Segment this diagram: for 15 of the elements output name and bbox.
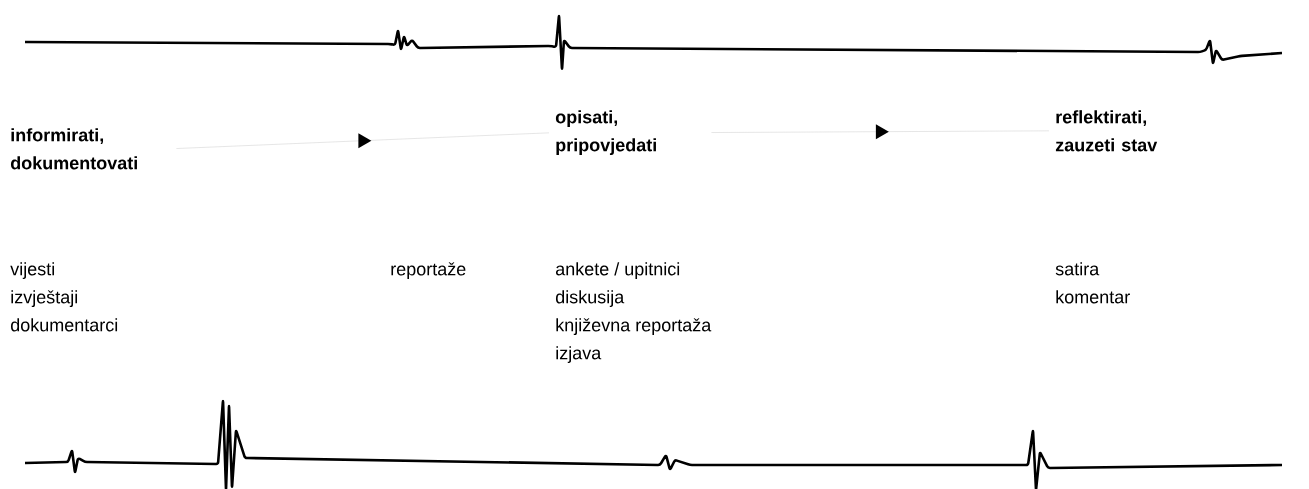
list-item: izjava	[556, 346, 602, 363]
list-item: reportaže	[391, 262, 466, 279]
heading: reflektirati, zauzeti stav	[1055, 110, 1158, 152]
list-item: komentar	[1056, 290, 1130, 304]
list-item: ankete / upitnici	[556, 262, 680, 279]
list-item: izvještaji	[11, 290, 77, 307]
list-item: dokumentarci	[10, 318, 118, 332]
arrow	[711, 124, 1050, 140]
arrow	[176, 132, 550, 149]
list-item: diskusija	[555, 290, 625, 307]
list-item: književna reportaža	[556, 318, 712, 335]
list-item: vijesti	[10, 262, 54, 279]
heading: opisati, pripovjedati	[555, 110, 656, 155]
list-item: satira	[1055, 262, 1100, 276]
heading: informirati, dokumentovati	[10, 128, 137, 170]
